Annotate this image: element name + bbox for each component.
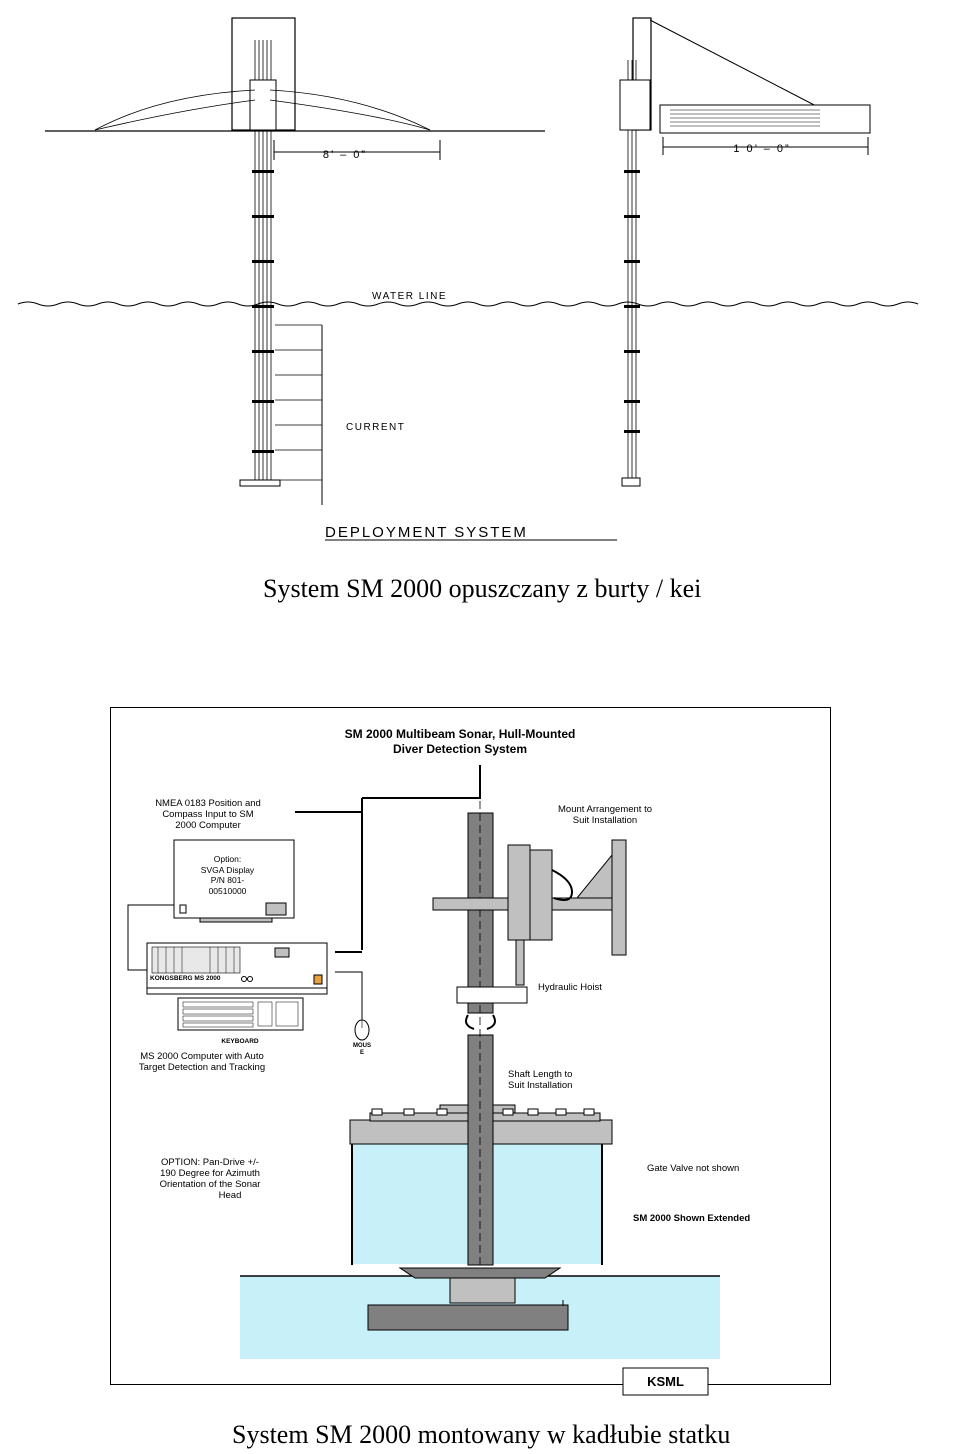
pan-drive-option-label: OPTION: Pan-Drive +/- 190 Degree for Azi… — [145, 1157, 275, 1201]
mount-line: Mount Arrangement to — [558, 804, 652, 815]
display-line: 00510000 — [208, 885, 247, 896]
computer-description: MS 2000 Computer with Auto Target Detect… — [127, 1051, 277, 1073]
hull-title-line1: SM 2000 Multibeam Sonar, Hull-Mounted — [344, 727, 576, 741]
shaft-line: Suit Installation — [508, 1080, 573, 1091]
display-label: Option: SVGA Display P/N 801- 00510000 — [180, 854, 275, 896]
display-line: SVGA Display — [200, 864, 255, 875]
mount-label: Mount Arrangement to Suit Installation — [525, 804, 685, 826]
deployment-title: DEPLOYMENT SYSTEM — [325, 524, 528, 541]
display-line: P/N 801- — [210, 875, 245, 885]
caption-top: System SM 2000 opuszczany z burty / kei — [263, 574, 702, 603]
mouse-line: MOUS — [353, 1043, 371, 1049]
shaft-label: Shaft Length to Suit Installation — [508, 1069, 572, 1091]
pan-drive-line: Head — [218, 1190, 242, 1201]
mouse-line: E — [359, 1050, 364, 1056]
shaft-line: Shaft Length to — [508, 1069, 573, 1080]
mouse-label: MOUS E — [347, 1043, 377, 1057]
hull-mount-drawing — [127, 765, 720, 1396]
mount-line: Suit Installation — [572, 815, 638, 826]
deployment-system-drawing: 8’ – 0” WATER LINE CURRENT — [17, 17, 919, 541]
computer-description-line: MS 2000 Computer with Auto — [140, 1051, 264, 1062]
gate-valve-label: Gate Valve not shown — [647, 1163, 740, 1174]
computer-description-line: Target Detection and Tracking — [138, 1062, 266, 1073]
display-line: Option: — [213, 854, 242, 864]
hull-title-line2: Diver Detection System — [392, 742, 528, 756]
pan-drive-line: OPTION: Pan-Drive +/- — [161, 1157, 259, 1168]
hydraulic-hoist-label: Hydraulic Hoist — [538, 982, 602, 993]
water-line-label: WATER LINE — [372, 291, 447, 302]
hull-title: SM 2000 Multibeam Sonar, Hull-Mounted Di… — [255, 727, 665, 757]
dimension-8ft: 8’ – 0” — [323, 149, 367, 161]
computer-brand-label: KONGSBERG MS 2000 — [150, 975, 221, 982]
pan-drive-line: 190 Degree for Azimuth — [160, 1168, 260, 1179]
ksml-label: KSML — [647, 1374, 684, 1389]
nmea-line: Compass Input to SM — [162, 809, 254, 820]
nmea-line: 2000 Computer — [175, 820, 241, 831]
current-label: CURRENT — [346, 422, 405, 433]
hull-mount-diagram-frame — [110, 707, 831, 1385]
nmea-line: NMEA 0183 Position and — [155, 798, 261, 809]
dimension-10ft: 1 0’ – 0” — [733, 143, 790, 155]
pan-drive-line: Orientation of the Sonar — [159, 1179, 261, 1190]
caption-bottom: System SM 2000 montowany w kadłubie stat… — [232, 1420, 731, 1449]
nmea-label: NMEA 0183 Position and Compass Input to … — [128, 798, 288, 831]
keyboard-label: KEYBOARD — [221, 1038, 259, 1045]
extended-label: SM 2000 Shown Extended — [633, 1213, 751, 1224]
